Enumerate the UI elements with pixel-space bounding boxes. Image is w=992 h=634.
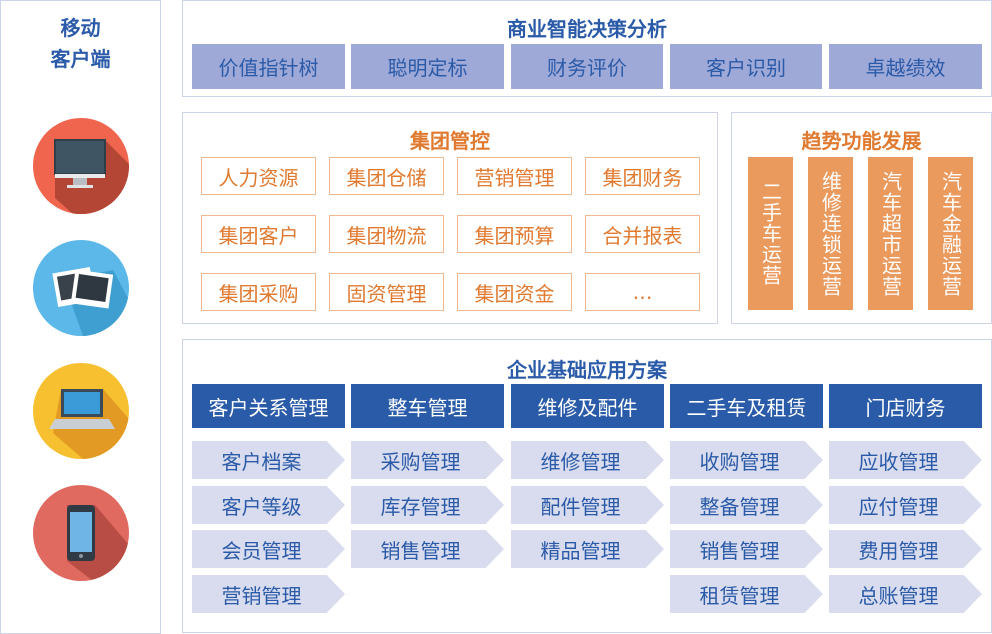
base-title: 企业基础应用方案 [507,358,667,382]
laptop-icon [33,363,129,459]
photos-icon [33,240,129,336]
bi-item[interactable]: 价值指针树 [192,44,345,89]
module-item[interactable]: 应收管理 [829,441,982,479]
group-item[interactable]: 集团物流 [329,215,444,253]
module-item[interactable]: 销售管理 [670,530,823,568]
module-item[interactable]: 精品管理 [511,530,664,568]
module-item[interactable]: 总账管理 [829,575,982,613]
module-item[interactable]: 销售管理 [351,530,504,568]
mobile-client-title: 移动 客户端 [1,13,160,75]
mobile-client-panel: 移动 客户端 [0,0,161,634]
column-header[interactable]: 门店财务 [829,384,982,428]
module-item[interactable]: 库存管理 [351,486,504,524]
monitor-icon [33,118,129,214]
group-item[interactable]: … [585,273,700,311]
trend-item[interactable]: 二手车运营 [748,157,793,310]
bi-item[interactable]: 卓越绩效 [829,44,982,89]
trend-item[interactable]: 汽车超市运营 [868,157,913,310]
group-control-panel: 集团管控 [182,112,718,324]
group-item[interactable]: 人力资源 [201,157,316,195]
trend-item[interactable]: 维修连锁运营 [808,157,853,310]
group-item[interactable]: 集团财务 [585,157,700,195]
module-item[interactable]: 采购管理 [351,441,504,479]
bi-panel: 商业智能决策分析 价值指针树 聪明定标 财务评价 客户识别 卓越绩效 [182,0,992,97]
group-item[interactable]: 合并报表 [585,215,700,253]
title-line: 客户端 [50,47,111,71]
module-item[interactable]: 维修管理 [511,441,664,479]
module-item[interactable]: 费用管理 [829,530,982,568]
module-item[interactable]: 收购管理 [670,441,823,479]
group-item[interactable]: 营销管理 [457,157,572,195]
trend-title: 趋势功能发展 [801,129,922,153]
module-item[interactable]: 客户等级 [192,486,345,524]
trend-item[interactable]: 汽车金融运营 [928,157,973,310]
bi-item[interactable]: 客户识别 [670,44,822,89]
module-item[interactable]: 租赁管理 [670,575,823,613]
bi-item[interactable]: 财务评价 [511,44,663,89]
bi-title: 商业智能决策分析 [507,17,667,41]
group-item[interactable]: 集团预算 [457,215,572,253]
title-line: 移动 [60,16,101,40]
column-header[interactable]: 二手车及租赁 [670,384,823,428]
group-item[interactable]: 集团采购 [201,273,316,311]
module-item[interactable]: 整备管理 [670,486,823,524]
group-item[interactable]: 集团客户 [201,215,316,253]
group-item[interactable]: 固资管理 [329,273,444,311]
column-header[interactable]: 整车管理 [351,384,504,428]
column-header[interactable]: 维修及配件 [511,384,664,428]
column-header[interactable]: 客户关系管理 [192,384,345,428]
module-item[interactable]: 客户档案 [192,441,345,479]
group-item[interactable]: 集团资金 [457,273,572,311]
module-item[interactable]: 配件管理 [511,486,664,524]
module-item[interactable]: 会员管理 [192,530,345,568]
module-item[interactable]: 应付管理 [829,486,982,524]
bi-item[interactable]: 聪明定标 [351,44,504,89]
module-item[interactable]: 营销管理 [192,575,345,613]
phone-icon [33,485,129,581]
group-item[interactable]: 集团仓储 [329,157,444,195]
group-title: 集团管控 [410,129,490,153]
